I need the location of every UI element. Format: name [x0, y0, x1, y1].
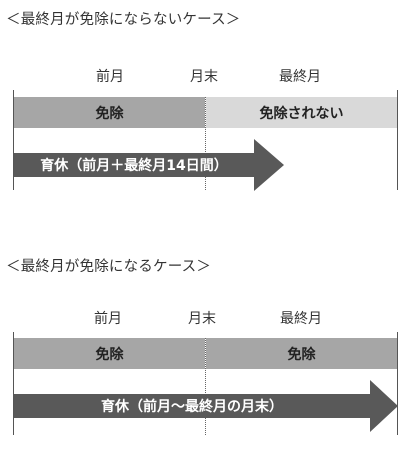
case1-not-exempt-label: 免除されない	[259, 105, 344, 122]
case1-not-exempt-bar: 免除されない	[206, 97, 397, 128]
case1-end-line	[397, 90, 398, 190]
case2-exempt-label-prev: 免除	[95, 346, 124, 363]
case2-exempt-bar-prev: 免除	[14, 338, 205, 369]
case1-leave-arrow	[14, 139, 284, 191]
case2-heading: ＜最終月が免除になるケース＞	[6, 259, 212, 275]
case2-label-last-month: 最終月	[280, 311, 322, 327]
case1-label-prev-month: 前月	[96, 69, 124, 85]
case2-start-line	[13, 332, 14, 435]
case1-exempt-label: 免除	[95, 105, 124, 122]
case1-start-line	[13, 90, 14, 190]
case2-leave-arrow-label: 育休（前月〜最終月の月末）	[101, 399, 283, 415]
case2-leave-arrow	[14, 380, 398, 432]
case1-leave-arrow-label: 育休（前月＋最終月14日間）	[40, 158, 228, 174]
case2-label-prev-month: 前月	[94, 311, 122, 327]
case2-exempt-label-last: 免除	[287, 346, 316, 363]
case1-label-last-month: 最終月	[279, 69, 321, 85]
case2-label-month-end: 月末	[188, 311, 216, 327]
case1-label-month-end: 月末	[190, 69, 218, 85]
case1-month-boundary	[205, 97, 206, 190]
case2-exempt-bar-last: 免除	[206, 338, 397, 369]
case2-month-boundary	[205, 338, 206, 435]
case2-end-line	[397, 332, 398, 435]
case1-heading: ＜最終月が免除にならないケース＞	[6, 12, 241, 28]
case1-exempt-bar: 免除	[14, 97, 205, 128]
